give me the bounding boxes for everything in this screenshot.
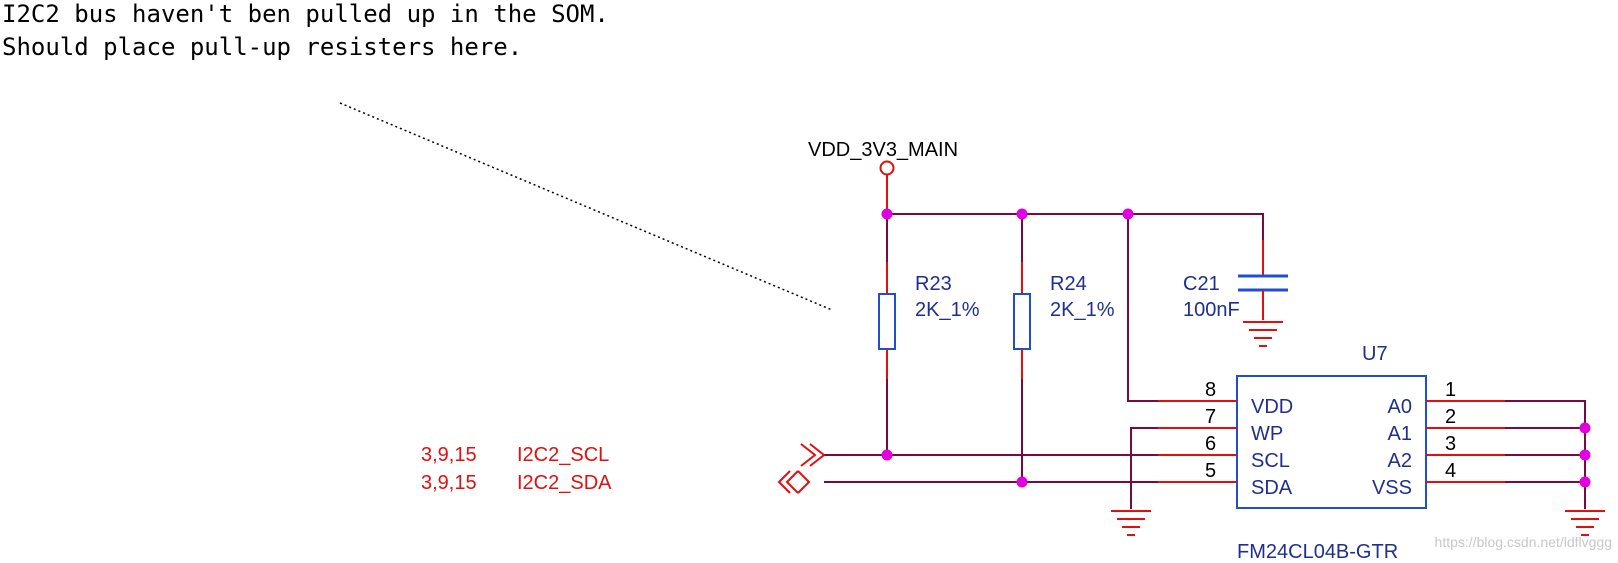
r23-ref: R23 xyxy=(915,273,952,295)
junction-dot xyxy=(1579,449,1591,461)
u7-right-pin-lines xyxy=(1426,400,1505,483)
u7-left-pin-lines xyxy=(1158,400,1237,483)
wire-address-gnd xyxy=(1505,400,1586,509)
resistor-r24: R24 2K_1% xyxy=(1013,262,1115,379)
note-line-1: I2C2 bus haven't ben pulled up in the SO… xyxy=(2,0,609,28)
r23-value: 2K_1% xyxy=(915,299,980,321)
junction-dot xyxy=(1016,476,1028,488)
note-line-2: Should place pull-up resisters here. xyxy=(2,33,522,61)
junction-dot xyxy=(881,449,893,461)
power-net-label: VDD_3V3_MAIN xyxy=(808,139,958,161)
port-sda-pages: 3,9,15 xyxy=(421,472,477,494)
u7-pin-5-number: 5 xyxy=(1205,460,1216,482)
r24-body xyxy=(1013,293,1031,350)
port-sda-net: I2C2_SDA xyxy=(517,472,612,494)
u7-pin-7-name: WP xyxy=(1251,423,1283,445)
r24-ref: R24 xyxy=(1050,273,1087,295)
u7-pin-2-name: A1 xyxy=(1388,423,1412,445)
u7-pin-1-name: A0 xyxy=(1388,396,1412,418)
u7-ref: U7 xyxy=(1362,343,1388,365)
u7-pin-5-name: SDA xyxy=(1251,477,1293,499)
chip-u7: U7 FM24CL04B-GTR 8 7 6 5 VDD WP SCL SDA … xyxy=(1158,343,1505,563)
wire-vdd-rail xyxy=(887,213,1264,240)
junctions xyxy=(881,208,1591,488)
u7-body xyxy=(1236,375,1427,509)
u7-pin-4-name: VSS xyxy=(1372,477,1412,499)
u7-pin-2-number: 2 xyxy=(1445,406,1456,428)
capacitor-c21: C21 100nF xyxy=(1183,240,1288,321)
u7-pin-6-number: 6 xyxy=(1205,433,1216,455)
ground-symbol-c21 xyxy=(1243,321,1283,347)
c21-ref: C21 xyxy=(1183,273,1220,295)
u7-pin-8-number: 8 xyxy=(1205,379,1216,401)
u7-pin-3-name: A2 xyxy=(1388,450,1412,472)
c21-value: 100nF xyxy=(1183,299,1240,321)
junction-dot xyxy=(1016,208,1028,220)
wire-vdd-u7 xyxy=(1127,214,1158,402)
watermark: https://blog.csdn.net/ldflvggg xyxy=(1435,534,1612,550)
r23-body xyxy=(878,293,896,350)
power-port-symbol xyxy=(879,160,895,176)
junction-dot xyxy=(1579,476,1591,488)
port-scl-pages: 3,9,15 xyxy=(421,444,477,466)
port-scl-net: I2C2_SCL xyxy=(517,444,609,466)
u7-pin-8-name: VDD xyxy=(1251,396,1293,418)
port-symbols xyxy=(777,443,826,494)
u7-pin-3-number: 3 xyxy=(1445,433,1456,455)
junction-dot xyxy=(1579,422,1591,434)
resistor-r23: R23 2K_1% xyxy=(878,262,980,379)
ground-symbol-wp xyxy=(1111,510,1151,536)
u7-part-number: FM24CL04B-GTR xyxy=(1237,541,1398,563)
u7-pin-7-number: 7 xyxy=(1205,406,1216,428)
ground-symbol-address xyxy=(1565,510,1605,536)
u7-pin-4-number: 4 xyxy=(1445,460,1456,482)
port-symbol-scl xyxy=(800,443,826,467)
port-symbol-sda xyxy=(777,470,811,494)
wire-wp-gnd xyxy=(1130,427,1158,509)
junction-dot xyxy=(1122,208,1134,220)
wires xyxy=(824,213,1586,509)
r24-value: 2K_1% xyxy=(1050,299,1115,321)
u7-pin-6-name: SCL xyxy=(1251,450,1290,472)
u7-pin-1-number: 1 xyxy=(1445,379,1456,401)
junction-dot xyxy=(881,208,893,220)
note-leader-line xyxy=(339,102,833,311)
